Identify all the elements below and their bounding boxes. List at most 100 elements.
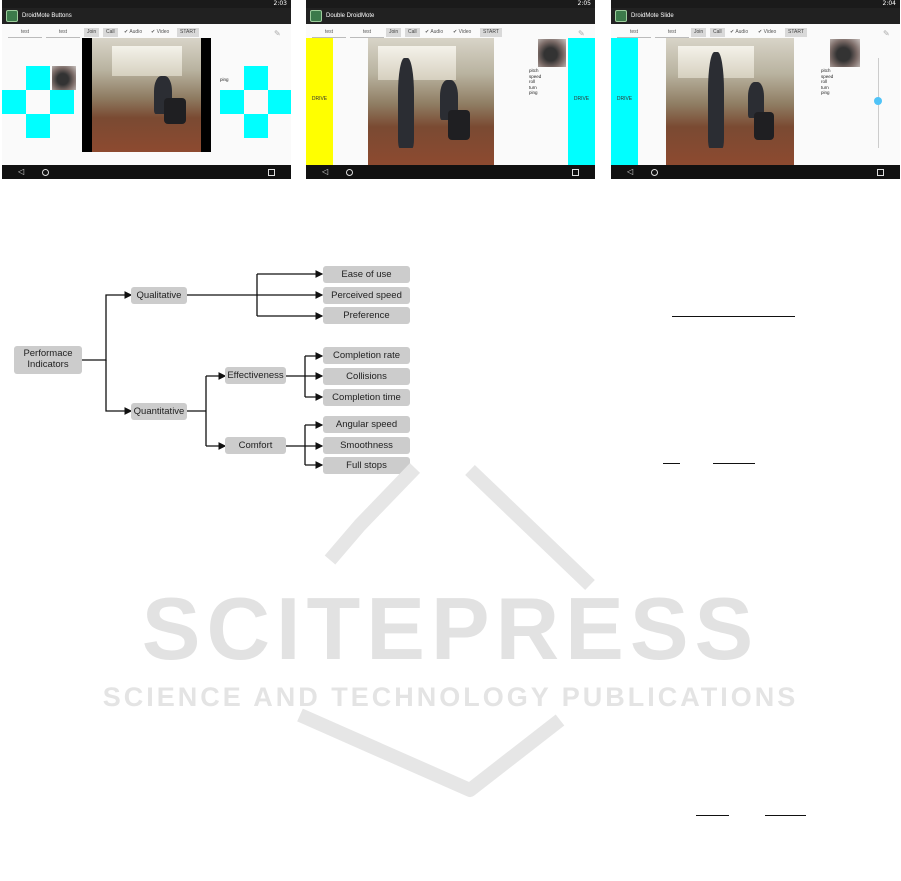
recents-icon[interactable] — [877, 169, 884, 176]
room-field[interactable]: test — [8, 27, 42, 38]
back-icon[interactable]: ◁ — [322, 167, 329, 176]
dpad2-right-button[interactable] — [268, 90, 291, 114]
drive-right-label: DRIVE — [573, 96, 590, 102]
status-bar: 2:04 — [611, 0, 900, 8]
node-full-stops: Full stops — [323, 457, 410, 474]
dpad-down-button[interactable] — [26, 114, 50, 138]
dpad-left-button[interactable] — [2, 90, 26, 114]
call-button[interactable]: Call — [405, 28, 420, 37]
drive-left-label: DRIVE — [616, 96, 633, 102]
node-completion-time: Completion time — [323, 389, 410, 406]
pencil-icon[interactable]: ✎ — [883, 29, 890, 38]
watermark-title: SCITEPRESS — [141, 579, 760, 678]
video-label: Video — [156, 29, 170, 35]
telemetry-text: pitch speed roll turn ping — [821, 68, 834, 95]
slider-thumb[interactable] — [874, 97, 882, 105]
drive-left-pad[interactable]: DRIVE — [611, 38, 638, 165]
video-checkbox[interactable]: ✔ Video — [453, 29, 472, 35]
fraction-bar — [713, 463, 755, 464]
dpad-up-button[interactable] — [26, 66, 50, 90]
node-quantitative: Quantitative — [131, 403, 187, 420]
status-bar: 2:05 — [306, 0, 595, 8]
control-row: test test Join Call ✔ Audio ✔ Video STAR… — [2, 27, 291, 38]
start-button[interactable]: START — [785, 28, 807, 37]
status-bar: 2:03 — [2, 0, 291, 8]
node-collisions: Collisions — [323, 368, 410, 385]
video-label: Video — [458, 29, 472, 35]
back-icon[interactable]: ◁ — [18, 167, 25, 176]
window-in-video — [112, 46, 182, 76]
status-time: 2:05 — [577, 0, 591, 7]
node-performance-indicators: Performace Indicators — [14, 346, 82, 374]
screenshot-droidmote-slide: 2:04 DroidMote Slide test test Join Call… — [611, 0, 900, 179]
node-comfort: Comfort — [225, 437, 286, 454]
recents-icon[interactable] — [268, 169, 275, 176]
peer-field[interactable]: test — [655, 27, 689, 38]
seated-person-in-video — [748, 82, 764, 118]
status-time: 2:03 — [273, 0, 287, 7]
app-icon — [310, 10, 322, 22]
dpad-right-button[interactable] — [50, 90, 74, 114]
room-field[interactable]: test — [617, 27, 651, 38]
call-button[interactable]: Call — [103, 28, 118, 37]
call-button[interactable]: Call — [710, 28, 725, 37]
video-label: Video — [763, 29, 777, 35]
watermark-subtitle: SCIENCE AND TECHNOLOGY PUBLICATIONS — [102, 682, 799, 712]
audio-checkbox[interactable]: ✔ Audio — [124, 29, 143, 35]
node-effectiveness: Effectiveness — [225, 367, 286, 384]
chair-in-video — [448, 110, 470, 140]
drive-right-pad[interactable]: DRIVE — [568, 38, 595, 165]
room-field[interactable]: test — [312, 27, 346, 38]
app-icon — [615, 10, 627, 22]
video-checkbox[interactable]: ✔ Video — [758, 29, 777, 35]
fraction-bar — [696, 815, 729, 816]
audio-checkbox[interactable]: ✔ Audio — [730, 29, 749, 35]
audio-label: Audio — [430, 29, 444, 35]
node-preference: Preference — [323, 307, 410, 324]
dpad2-up-button[interactable] — [244, 66, 268, 90]
node-completion-rate: Completion rate — [323, 347, 410, 364]
start-button[interactable]: START — [177, 28, 199, 37]
peer-field[interactable]: test — [46, 27, 80, 38]
home-icon[interactable] — [651, 169, 658, 176]
join-button[interactable]: Join — [84, 28, 100, 37]
peer-field[interactable]: test — [350, 27, 384, 38]
fraction-bar — [765, 815, 806, 816]
telemetry-text: ping — [220, 77, 229, 82]
drive-left-pad[interactable]: DRIVE — [306, 38, 333, 165]
telemetry-text: pitch speed roll turn ping — [529, 68, 542, 95]
audio-label: Audio — [735, 29, 749, 35]
fraction-bar — [672, 316, 795, 317]
app-bar: Double DroidMote — [306, 8, 595, 24]
self-video-preview — [830, 39, 860, 67]
join-button[interactable]: Join — [386, 28, 402, 37]
standing-person-in-video — [398, 58, 414, 148]
remote-video-feed — [368, 38, 494, 165]
home-icon[interactable] — [42, 169, 49, 176]
back-icon[interactable]: ◁ — [627, 167, 634, 176]
app-icon — [6, 10, 18, 22]
audio-checkbox[interactable]: ✔ Audio — [425, 29, 444, 35]
nav-bar: ◁ — [2, 165, 291, 179]
join-button[interactable]: Join — [691, 28, 707, 37]
nav-bar: ◁ — [306, 165, 595, 179]
node-smoothness: Smoothness — [323, 437, 410, 454]
chair-in-video — [164, 98, 186, 124]
start-button[interactable]: START — [480, 28, 502, 37]
remote-video-feed — [666, 38, 794, 165]
pencil-icon[interactable]: ✎ — [274, 29, 281, 38]
app-title: DroidMote Slide — [631, 13, 674, 19]
dpad2-down-button[interactable] — [244, 114, 268, 138]
video-checkbox[interactable]: ✔ Video — [151, 29, 170, 35]
self-video-preview — [52, 66, 76, 90]
chair-in-video — [754, 112, 774, 140]
app-title: DroidMote Buttons — [22, 13, 72, 19]
recents-icon[interactable] — [572, 169, 579, 176]
home-icon[interactable] — [346, 169, 353, 176]
drive-left-label: DRIVE — [311, 96, 328, 102]
nav-bar: ◁ — [611, 165, 900, 179]
pencil-icon[interactable]: ✎ — [578, 29, 585, 38]
dpad2-left-button[interactable] — [220, 90, 244, 114]
